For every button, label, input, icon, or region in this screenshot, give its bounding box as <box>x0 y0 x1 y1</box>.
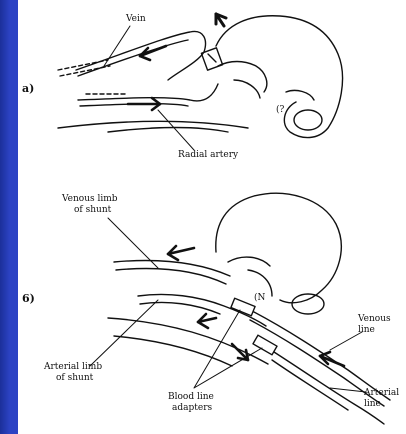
panel-a-marker: a) <box>22 82 34 95</box>
label-arterial-line-2: line <box>364 399 381 409</box>
leader-vein <box>104 26 130 66</box>
thumb-a <box>294 110 322 130</box>
hand-a <box>216 16 343 138</box>
leader-arterial-limb <box>90 300 158 366</box>
label-arterial-limb-1: Arterial limb <box>44 362 102 372</box>
label-vein: Vein <box>126 14 146 24</box>
thumb-b <box>292 294 324 314</box>
vein-tube-inner <box>78 40 188 76</box>
svg-text:(?: (? <box>276 104 285 115</box>
panel-b-marker: 6) <box>22 292 35 305</box>
panel-b-drawing: (N <box>90 193 390 424</box>
artery-tube <box>78 84 218 101</box>
label-radial-artery: Radial artery <box>178 150 238 160</box>
hand-b <box>216 193 342 302</box>
label-venous-limb-2: of shunt <box>74 205 111 215</box>
label-venous-limb-1: Venous limb <box>62 194 118 204</box>
label-venous-line-1: Venous <box>358 314 391 324</box>
adapter-upper <box>231 298 255 316</box>
label-arterial-limb-2: of shunt <box>56 373 93 383</box>
panel-a-drawing: (? <box>58 14 343 150</box>
forearm <box>58 121 248 128</box>
label-arterial-line-1: Arterial <box>364 388 399 398</box>
label-venous-line-2: line <box>358 325 375 335</box>
leader-artery <box>158 110 194 150</box>
illustration-panel: (? (N <box>18 0 406 434</box>
label-blood-line-2: adapters <box>172 403 212 413</box>
label-blood-line-1: Blood line <box>168 392 214 402</box>
svg-text:(N: (N <box>254 292 266 303</box>
